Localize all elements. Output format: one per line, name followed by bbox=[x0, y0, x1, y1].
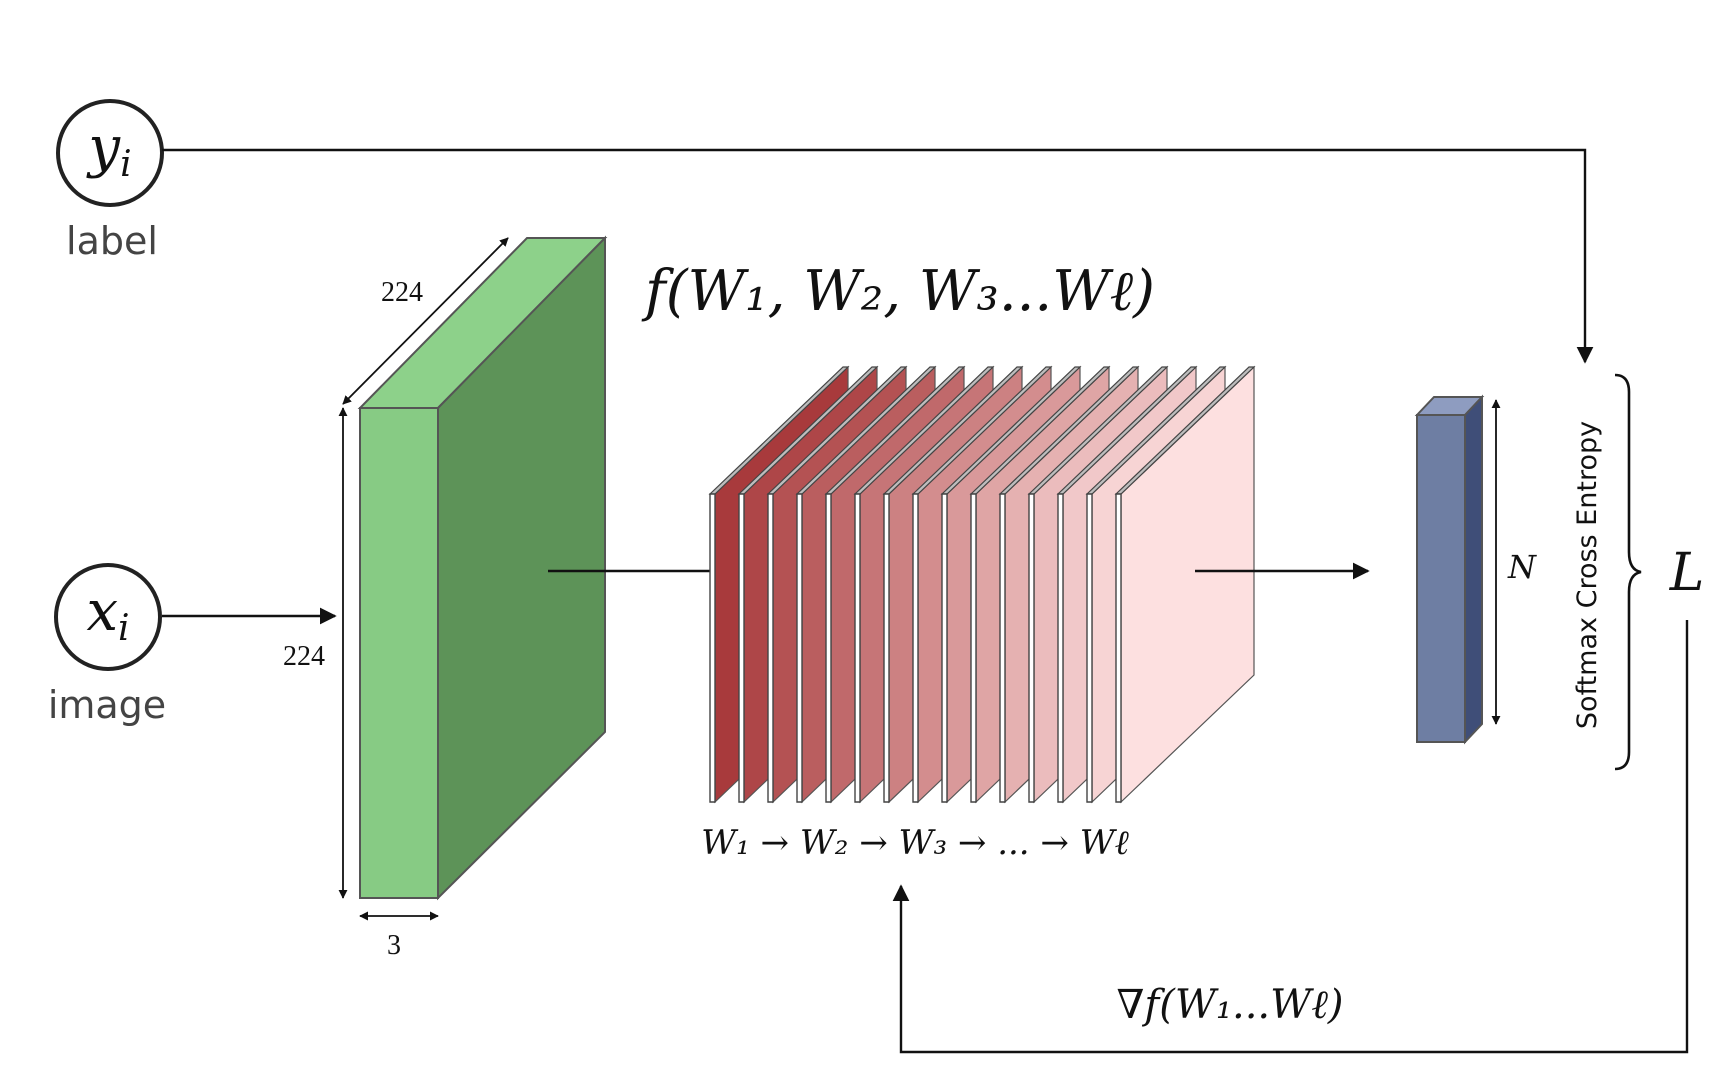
network-layer-edge bbox=[1115, 493, 1122, 803]
network-layer-edge bbox=[796, 493, 803, 803]
depth-label: 224 bbox=[381, 277, 423, 308]
label-node-symbol: yi bbox=[85, 115, 131, 185]
network-layer-edge bbox=[854, 493, 861, 803]
output-vector bbox=[1414, 394, 1485, 745]
gradient-label: ∇f(W₁...Wℓ) bbox=[1116, 982, 1343, 1028]
image-node-symbol: xi bbox=[86, 579, 129, 649]
network-layer-edge bbox=[1057, 493, 1064, 803]
network-layer-edge bbox=[970, 493, 977, 803]
network-layer-edge bbox=[941, 493, 948, 803]
label-node: yi label bbox=[56, 99, 164, 263]
output-vector-side bbox=[1464, 394, 1483, 745]
input-block-front bbox=[359, 407, 439, 899]
channels-label: 3 bbox=[387, 930, 401, 961]
loss-brace bbox=[1614, 373, 1642, 771]
image-node-circle bbox=[54, 563, 162, 671]
network-layer-edge bbox=[767, 493, 774, 803]
network-layer-edge bbox=[825, 493, 832, 803]
input-block bbox=[357, 235, 608, 901]
height-label: 224 bbox=[283, 641, 325, 672]
network-layer-edge bbox=[738, 493, 745, 803]
image-node: xi image bbox=[48, 563, 166, 727]
network-layer-edge bbox=[709, 493, 716, 803]
label-to-loss-arrow bbox=[162, 148, 1594, 364]
softmax-cross-entropy-label: Softmax Cross Entropy bbox=[1572, 421, 1603, 729]
depth-dimension-arrow bbox=[342, 237, 509, 405]
network-layer bbox=[1114, 365, 1256, 804]
network-layer-stack bbox=[708, 365, 1256, 804]
image-caption: image bbox=[48, 683, 166, 727]
network-function-label: f(W₁, W₂, W₃...Wℓ) bbox=[641, 259, 1155, 324]
label-caption: label bbox=[66, 219, 158, 263]
network-layer-edge bbox=[1086, 493, 1093, 803]
network-layer-edge bbox=[999, 493, 1006, 803]
weight-chain-label: W₁ → W₂ → W₃ → ... → Wℓ bbox=[701, 823, 1129, 863]
network-layer-edge bbox=[912, 493, 919, 803]
network-layer-edge bbox=[1028, 493, 1035, 803]
output-size-label: N bbox=[1507, 548, 1537, 586]
loss-symbol: L bbox=[1669, 543, 1705, 603]
gradient-feedback-arrow bbox=[892, 620, 1689, 1054]
label-node-circle bbox=[56, 99, 164, 207]
network-layer-edge bbox=[883, 493, 890, 803]
output-vector-front bbox=[1416, 414, 1466, 743]
